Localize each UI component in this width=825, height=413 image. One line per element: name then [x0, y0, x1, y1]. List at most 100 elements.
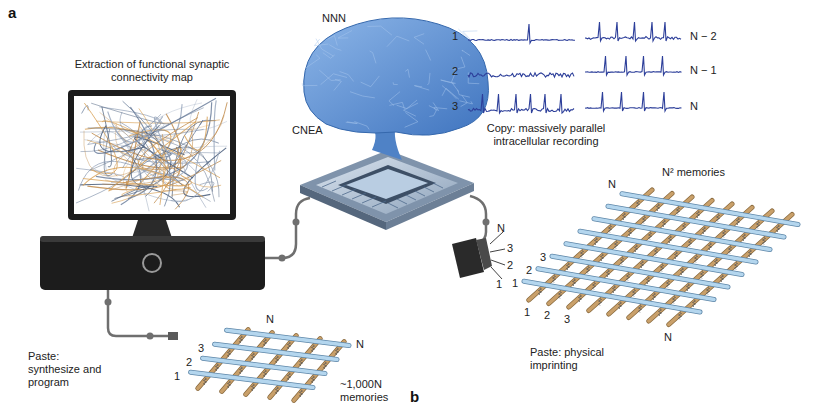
memory-cell	[633, 290, 636, 297]
callout-number: N	[608, 178, 616, 191]
memory-cell	[264, 339, 267, 346]
brain-facet	[442, 86, 456, 99]
brain-facet	[346, 122, 358, 124]
synapse-line	[190, 99, 227, 130]
synapse-line	[171, 151, 220, 202]
brain-facet	[316, 39, 333, 56]
chip-trace	[397, 199, 407, 204]
memory-cell	[749, 250, 752, 257]
top-electrode	[580, 231, 756, 262]
usb-plugs	[105, 219, 490, 341]
brain-facet	[405, 69, 409, 77]
memory-cell	[763, 238, 766, 245]
memory-cell	[288, 373, 291, 380]
brain-facet	[397, 100, 417, 109]
memory-cell	[777, 225, 780, 232]
top-electrode	[566, 244, 742, 275]
chip-trace	[352, 193, 366, 199]
multi-wire-plug	[452, 232, 505, 279]
caption-text: Copy: massively parallel intracellular r…	[460, 122, 632, 148]
brain-facet	[462, 50, 470, 56]
memory-cell	[677, 208, 680, 215]
callout-number: 2	[186, 356, 192, 369]
callout-number: 3	[452, 100, 458, 113]
memory-cell	[715, 259, 718, 266]
synapse-line	[87, 140, 143, 170]
callout-number: N	[497, 222, 505, 235]
brain-facet	[434, 108, 447, 111]
memory-cell	[567, 263, 570, 270]
top-electrode	[538, 269, 714, 300]
top-electrode	[608, 206, 784, 237]
memory-cell	[729, 247, 732, 254]
callout-number: 2	[507, 259, 513, 272]
synapse-line	[91, 103, 169, 124]
memory-cell	[216, 364, 219, 371]
memory-cell	[743, 234, 746, 241]
synapse-line	[137, 103, 202, 189]
callout-number: NNN	[322, 12, 346, 25]
memory-cell	[701, 272, 704, 279]
memory-cell	[312, 376, 315, 383]
memory-cell	[601, 254, 604, 261]
brain-facet	[441, 80, 456, 84]
memory-cell	[639, 306, 642, 313]
memory-cell	[689, 240, 692, 247]
memory-cell	[707, 288, 710, 295]
top-electrode	[191, 372, 313, 387]
memory-cell	[539, 288, 542, 295]
brain-facet	[393, 82, 398, 84]
top-electrode	[622, 194, 798, 225]
memory-cell	[587, 267, 590, 274]
brain-facet	[338, 31, 352, 39]
memory-cell	[657, 204, 660, 211]
memory-cell	[667, 281, 670, 288]
brain-facet	[389, 92, 400, 106]
memory-cell	[264, 370, 267, 377]
brain-facet	[354, 122, 369, 130]
top-electrode	[594, 219, 770, 250]
callout-number: 1	[452, 30, 458, 43]
top-electrode	[227, 330, 349, 345]
top-electrode	[552, 256, 728, 287]
caption-text: ~1,000N memories	[340, 378, 402, 404]
synapse-line	[170, 120, 203, 170]
memory-cell	[709, 243, 712, 250]
memory-cell	[276, 356, 279, 363]
top-electrode	[538, 269, 714, 300]
memory-cell	[579, 295, 582, 302]
memory-cell	[683, 224, 686, 231]
chip-trace	[433, 183, 443, 188]
brain-facet	[328, 36, 338, 46]
callout-number: 1	[496, 278, 502, 291]
voltage-trace	[468, 73, 574, 77]
memory-cell	[240, 336, 243, 343]
memory-cell	[553, 276, 556, 283]
memory-cell	[559, 292, 562, 299]
brain-facet	[302, 83, 317, 86]
memory-cell	[675, 252, 678, 259]
memory-cell	[609, 226, 612, 233]
memory-cell	[607, 270, 610, 277]
memory-cell	[735, 263, 738, 270]
brain-facet	[414, 86, 429, 91]
brain-facet	[319, 70, 340, 81]
memory-cell	[623, 213, 626, 220]
synapse-line	[123, 101, 171, 206]
memory-cell	[627, 274, 630, 281]
brain-facet	[361, 76, 380, 87]
brain-facet	[461, 95, 468, 106]
brain-facet	[442, 88, 459, 99]
chip-trace	[372, 201, 386, 207]
synapse-line	[184, 117, 207, 151]
voltage-trace	[468, 24, 575, 43]
memory-cell	[595, 238, 598, 245]
synapse-line	[80, 184, 180, 207]
callout-number: 1	[174, 370, 180, 383]
top-electrode	[608, 206, 784, 237]
top-electrode	[594, 219, 770, 250]
memory-cell	[619, 302, 622, 309]
brain-facet	[414, 34, 424, 45]
panel-letter: b	[410, 388, 419, 405]
brain-nnn	[302, 18, 488, 160]
